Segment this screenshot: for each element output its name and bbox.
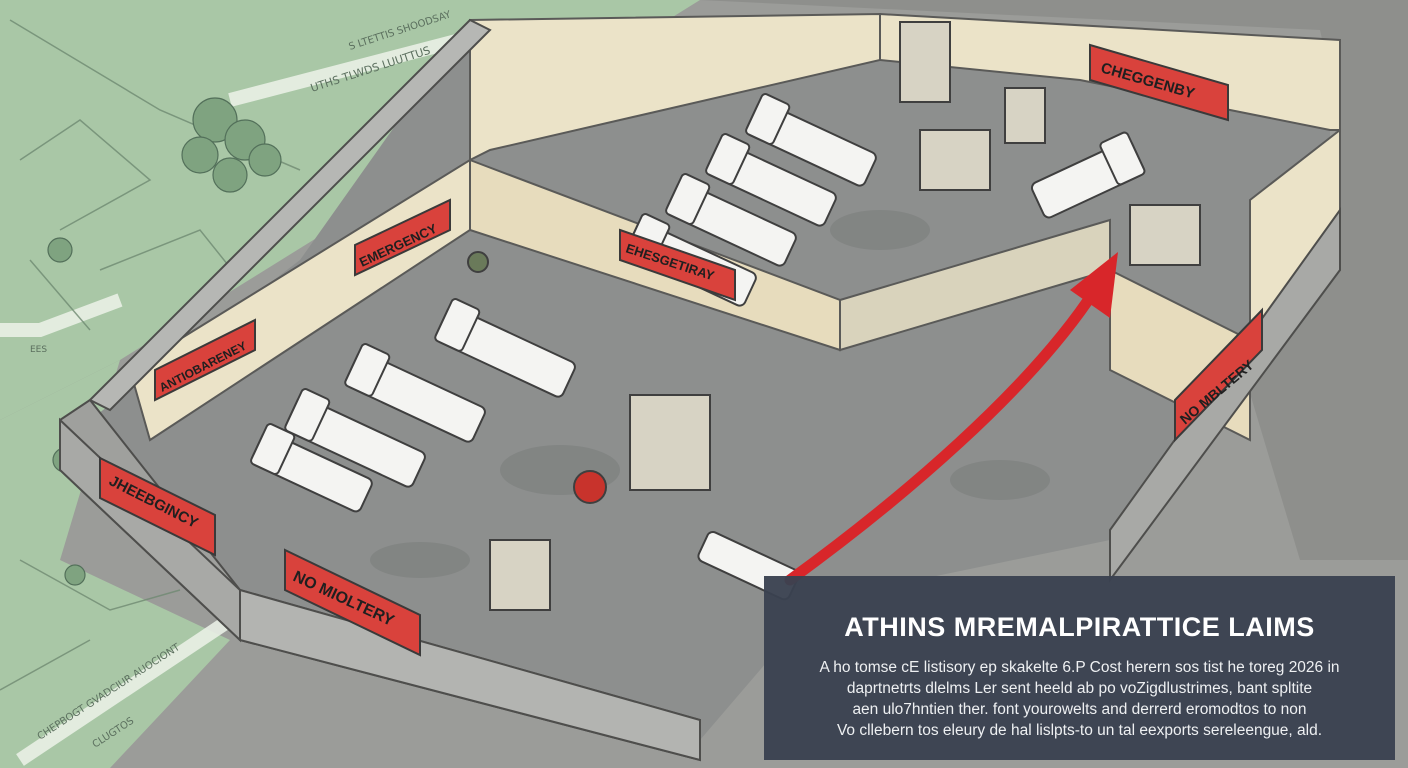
map-roads	[0, 33, 462, 766]
caption-line-3: aen ulo7hntien ther. font yourowelts and…	[852, 701, 1307, 718]
green-stool	[467, 251, 489, 273]
map-trees	[47, 97, 282, 586]
hospital-beds	[250, 93, 1146, 601]
caption-line-2: daprtnetrts dlelms Ler sent heeld ab po …	[846, 680, 1313, 697]
sign-emergency-top-right: CHEGGENBY	[1089, 43, 1229, 122]
caption-line-4: Vo cllebern tos eleury de hal lislpts-to…	[836, 722, 1323, 739]
red-stool	[573, 470, 607, 504]
sign-emergency-center: EHESGETIRAY	[619, 228, 736, 302]
medical-equipment	[489, 21, 1201, 611]
caption-line-1: A ho tomse cE listisory ep skakelte 6.P …	[819, 659, 1340, 676]
caption-panel: ATHINS MREMALPIRATTICE LAIMS A ho tomse …	[764, 576, 1395, 760]
caption-title: ATHINS MREMALPIRATTICE LAIMS	[844, 612, 1315, 642]
map-label-small: EES	[30, 345, 47, 355]
red-trend-arrow	[784, 252, 1118, 586]
